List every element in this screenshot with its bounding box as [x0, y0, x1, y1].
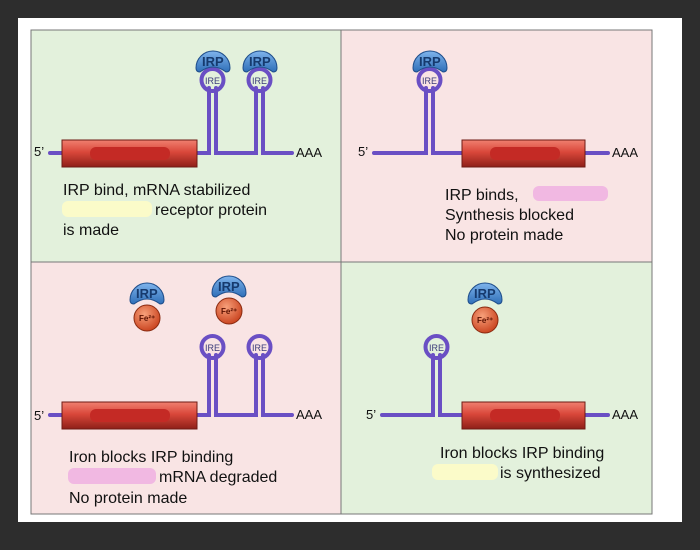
redacted-word [533, 186, 608, 201]
panel-caption-line-1: Iron blocks IRP binding [69, 449, 233, 466]
redacted-label [90, 409, 170, 422]
five-prime-label: 5’ [358, 144, 368, 159]
panel-top-left: 5’ IRE IRE IRP IRP AAA IRP bind, mRNA st… [30, 29, 342, 263]
irp-label: IRP [136, 286, 158, 301]
panel-bottom-right: 5’ IRE IRP Fe²⁺ AAA Iron blocks IRP bind… [340, 261, 653, 515]
ire-label: IRE [252, 343, 267, 353]
iron-ion [471, 306, 499, 334]
irp-protein [242, 50, 278, 73]
irp-protein [467, 282, 503, 305]
mrna-strand [48, 334, 294, 417]
iron-ion [215, 297, 243, 325]
panel-caption-line-3: is made [63, 222, 119, 239]
panel-caption-line-3: No protein made [445, 227, 563, 244]
poly-a-label: AAA [612, 145, 638, 160]
panel-caption-line-2: Synthesis blocked [445, 207, 574, 224]
irp-label: IRP [474, 286, 496, 301]
ire-label: IRE [205, 76, 220, 86]
five-prime-label: 5’ [366, 407, 376, 422]
five-prime-label: 5’ [34, 144, 44, 159]
fe-label: Fe²⁺ [139, 314, 155, 323]
fe-label: Fe²⁺ [477, 316, 493, 325]
poly-a-label: AAA [296, 145, 322, 160]
redacted-word [68, 468, 156, 484]
ire-label: IRE [205, 343, 220, 353]
panel-caption-line-1: IRP bind, mRNA stabilized [63, 182, 250, 199]
irp-protein [412, 50, 448, 73]
redacted-label [90, 147, 170, 160]
redacted-label [490, 409, 560, 422]
panel-caption-line-1: IRP binds, [445, 187, 519, 204]
irp-protein [129, 282, 165, 305]
irp-label: IRP [249, 54, 271, 69]
redacted-word [62, 201, 152, 217]
ire-label: IRE [429, 343, 444, 353]
iron-ion [133, 304, 161, 332]
irp-protein [211, 275, 247, 298]
redacted-label [490, 147, 560, 160]
fe-label: Fe²⁺ [221, 307, 237, 316]
panel-caption-line-2: mRNA degraded [159, 469, 277, 486]
coding-region-box [61, 401, 198, 430]
redacted-word [432, 464, 498, 480]
irp-label: IRP [419, 54, 441, 69]
poly-a-label: AAA [296, 407, 322, 422]
coding-region-box [461, 139, 586, 168]
panel-caption-line-3: No protein made [69, 490, 187, 507]
irp-label: IRP [218, 279, 240, 294]
mrna-strand [48, 67, 294, 155]
poly-a-label: AAA [612, 407, 638, 422]
ire-label: IRE [422, 76, 437, 86]
five-prime-label: 5’ [34, 408, 44, 423]
panel-top-right: 5’ IRE IRP AAA IRP binds, Synthesis bloc… [340, 29, 653, 263]
panel-caption-line-2: receptor protein [155, 202, 267, 219]
ire-label: IRE [252, 76, 267, 86]
panel-caption-line-1: Iron blocks IRP binding [440, 445, 604, 462]
panel-caption-line-2: is synthesized [500, 465, 601, 482]
panel-bottom-left: 5’ IRE IRE IRP Fe²⁺ IRP Fe²⁺ AAA Iron bl… [30, 261, 342, 515]
irp-label: IRP [202, 54, 224, 69]
irp-protein [195, 50, 231, 73]
